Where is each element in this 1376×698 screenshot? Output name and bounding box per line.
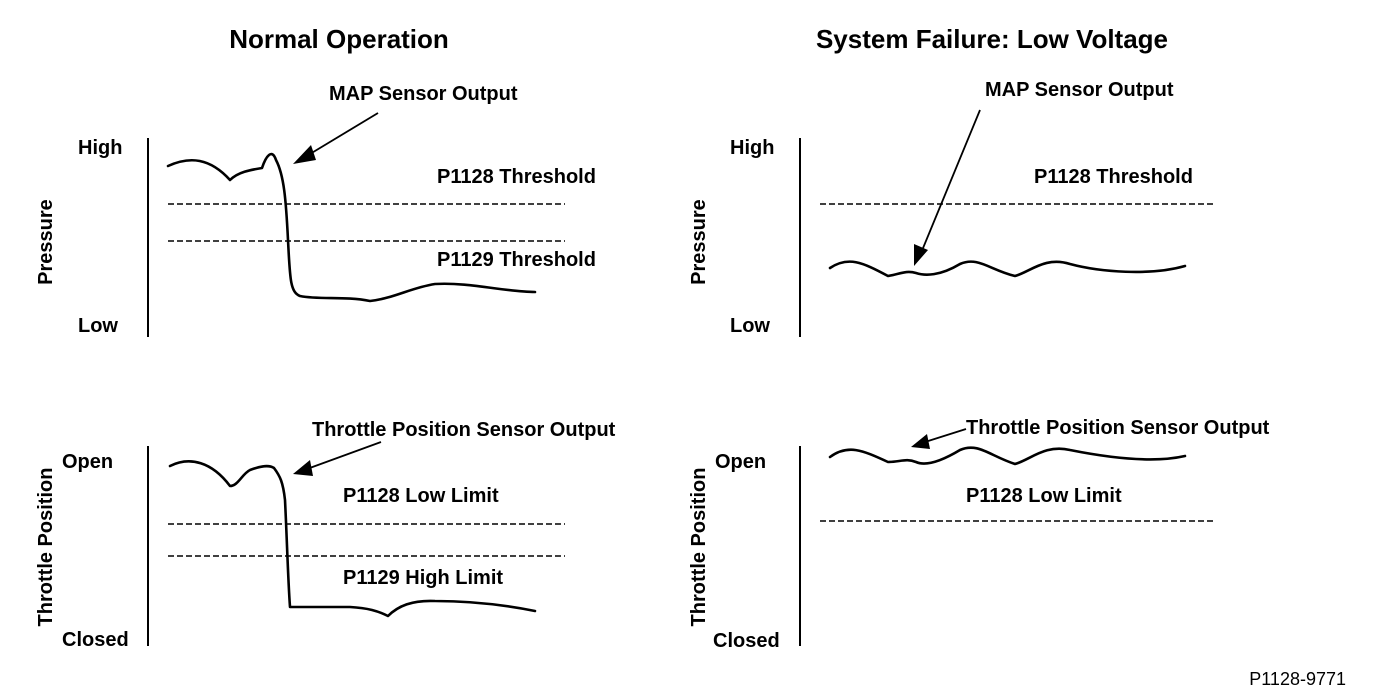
right-throttle-sensor-curve: [828, 446, 1187, 466]
right-map-output-annotation: MAP Sensor Output: [985, 79, 1174, 101]
left-p1129-threshold-label: P1129 Threshold: [437, 249, 596, 271]
left-pressure-y-label: Pressure: [35, 199, 57, 285]
left-throttle-closed-label: Closed: [62, 629, 129, 651]
right-pressure-low-label: Low: [730, 315, 770, 337]
left-throttle-open-label: Open: [62, 451, 113, 473]
right-map-output-arrow: [920, 109, 981, 254]
left-throttle-sensor-curve: [168, 460, 537, 618]
right-throttle-open-label: Open: [715, 451, 766, 473]
left-map-output-arrowhead: [293, 145, 316, 164]
right-throttle-output-annotation: Throttle Position Sensor Output: [966, 417, 1270, 439]
right-p1128-threshold-label: P1128 Threshold: [1034, 166, 1193, 188]
right-throttle-output-arrowhead: [911, 434, 930, 449]
right-p1128-low-limit-label: P1128 Low Limit: [966, 485, 1122, 507]
right-pressure-high-label: High: [730, 137, 774, 159]
right-panel-title: System Failure: Low Voltage: [816, 24, 1168, 54]
left-pressure-chart: Pressure High Low P1128 Threshold P1129 …: [35, 83, 596, 337]
right-throttle-output-arrow: [924, 428, 967, 443]
right-map-output-arrowhead: [914, 244, 928, 266]
left-throttle-chart: Throttle Position Open Closed P1128 Low …: [35, 419, 616, 651]
right-pressure-y-label: Pressure: [688, 199, 710, 285]
right-throttle-closed-label: Closed: [713, 630, 780, 652]
left-pressure-low-label: Low: [78, 315, 118, 337]
left-map-output-annotation: MAP Sensor Output: [329, 83, 518, 105]
right-throttle-chart: Throttle Position Open Closed P1128 Low …: [688, 417, 1270, 652]
left-p1128-threshold-label: P1128 Threshold: [437, 166, 596, 188]
left-throttle-output-annotation: Throttle Position Sensor Output: [312, 419, 616, 441]
left-p1129-high-limit-label: P1129 High Limit: [343, 567, 503, 589]
left-pressure-high-label: High: [78, 137, 122, 159]
left-throttle-y-label: Throttle Position: [35, 468, 57, 627]
right-pressure-chart: Pressure High Low P1128 Threshold MAP Se…: [688, 79, 1215, 337]
left-throttle-output-arrow: [306, 441, 382, 470]
left-map-output-arrow: [304, 112, 379, 158]
right-throttle-y-label: Throttle Position: [688, 468, 710, 627]
left-panel-title: Normal Operation: [229, 24, 449, 54]
left-map-sensor-curve: [166, 152, 537, 303]
left-throttle-output-arrowhead: [293, 460, 313, 476]
figure-code: P1128-9771: [1249, 669, 1346, 689]
right-map-sensor-curve: [828, 260, 1187, 278]
left-p1128-low-limit-label: P1128 Low Limit: [343, 485, 499, 507]
